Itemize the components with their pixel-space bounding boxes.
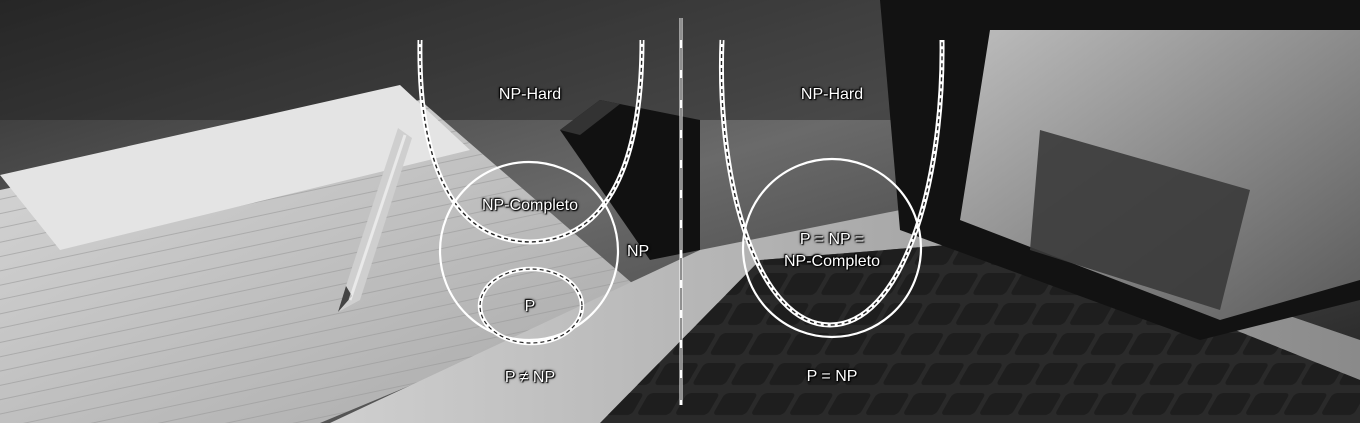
left-p-circle	[477, 266, 585, 346]
left-np-hard-curve	[417, 39, 645, 245]
right-np-hard-label: NP-Hard	[800, 86, 864, 103]
right-caption: P = NP	[806, 368, 858, 385]
left-np-complete-label: NP-Completo	[481, 197, 579, 214]
left-caption: P ≠ NP	[504, 369, 556, 386]
left-np-circle	[438, 160, 620, 342]
phone	[560, 100, 700, 260]
pen	[338, 128, 412, 312]
right-merged-label-line2: NP-Completo	[783, 253, 881, 270]
left-p-label: P	[524, 298, 536, 315]
right-merged-circle	[741, 157, 923, 339]
laptop	[330, 0, 1360, 423]
notebook	[0, 85, 640, 423]
right-merged-label-line1: P = NP =	[799, 231, 865, 248]
left-np-hard-label: NP-Hard	[498, 86, 562, 103]
right-np-hard-curve	[718, 39, 945, 328]
left-np-label: NP	[627, 243, 650, 260]
